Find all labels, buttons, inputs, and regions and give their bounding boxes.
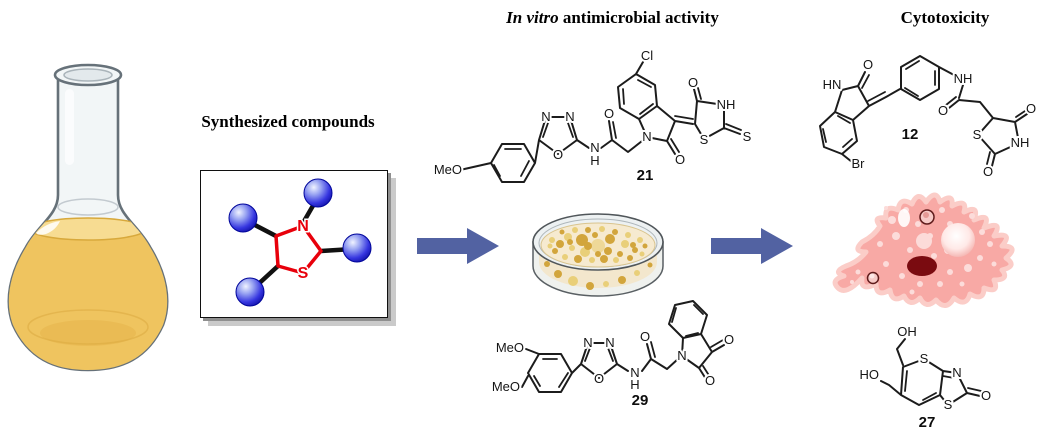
workflow-arrow-icon	[417, 228, 499, 264]
atom-label-s: S	[743, 129, 752, 144]
atom-label-n: N	[541, 109, 550, 124]
double-bond-lines	[493, 79, 742, 177]
double-bond-lines	[822, 60, 1029, 165]
atom-label-n: N	[630, 365, 639, 380]
atom-label-o: O	[640, 329, 650, 344]
compound-29-structure: MeO MeO N N O N H O N O O 29	[490, 300, 736, 409]
neck-highlight	[65, 89, 74, 165]
atom-label-n: N	[642, 129, 651, 144]
amoeba-body	[832, 192, 1015, 308]
bonds	[880, 338, 981, 406]
compound-12-structure: HN O Br NH O S O NH O 12	[819, 55, 1038, 181]
cytotoxicity-heading: Cytotoxicity	[900, 8, 990, 27]
atom-label-o: O	[553, 147, 563, 162]
atom-label-meo: MeO	[492, 379, 520, 394]
atom-label-n: N	[583, 335, 592, 350]
atom-label-nh: NH	[1011, 135, 1030, 150]
bacterial-colonies-top	[547, 226, 648, 263]
atom-label-n: N	[952, 365, 961, 380]
atom-label-s: S	[973, 127, 982, 142]
atom-label-o: O	[938, 103, 948, 118]
petri-dish-illustration	[532, 213, 664, 297]
atom-label-h: H	[590, 153, 599, 168]
bonds	[819, 55, 1028, 167]
core-s-atom-label: S	[298, 265, 309, 282]
invitro-italic-part: In vitro	[506, 8, 559, 27]
core-scaffold-box: N S	[200, 170, 388, 318]
compound-27-structure: OH HO S N S O 27	[858, 322, 994, 431]
contractile-vacuole	[866, 271, 880, 285]
atom-label-o: O	[863, 57, 873, 72]
compound-12-number: 12	[902, 126, 919, 143]
invitro-heading: In vitro antimicrobial activity	[440, 8, 785, 28]
atom-label-hn: HN	[823, 77, 842, 92]
atom-label-n: N	[565, 109, 574, 124]
double-bond-lines	[533, 304, 724, 388]
atom-label-h: H	[630, 377, 639, 392]
atom-label-o: O	[983, 164, 993, 179]
liquid-highlight	[36, 221, 60, 235]
atom-label-o: O	[705, 373, 715, 388]
double-bond-lines	[904, 370, 982, 401]
large-vacuole	[941, 223, 975, 257]
compound-21-number: 21	[637, 167, 654, 184]
atom-label-oh: OH	[897, 324, 917, 339]
atom-label-nh: NH	[954, 71, 973, 86]
atom-label-n: N	[677, 348, 686, 363]
atom-label-s: S	[700, 132, 709, 147]
atom-label-o: O	[724, 332, 734, 347]
atom-label-s: S	[920, 351, 929, 366]
atom-label-o: O	[594, 371, 604, 386]
compound-27-number: 27	[919, 414, 936, 431]
thiazolidine-ring	[274, 224, 323, 275]
bonds	[521, 300, 725, 393]
atom-label-n: N	[590, 140, 599, 155]
invitro-rest-part: antimicrobial activity	[562, 8, 719, 27]
synthesized-compounds-label: Synthesized compounds	[201, 112, 375, 131]
compound-21-structure: MeO N N O N H O Cl N O O NH S S 21	[432, 46, 754, 184]
medium-vacuole	[916, 233, 932, 249]
flask-liquid	[8, 217, 168, 370]
atom-label-meo: MeO	[496, 340, 524, 355]
nucleus	[907, 256, 937, 276]
white-vacuole	[898, 209, 910, 227]
atom-label-o: O	[688, 75, 698, 90]
atom-label-o: O	[1026, 101, 1036, 116]
atom-label-nh: NH	[717, 97, 736, 112]
core-n-atom-label: N	[297, 218, 309, 235]
atom-label-o: O	[981, 388, 991, 403]
atom-label-meo: MeO	[434, 162, 462, 177]
compound-29-number: 29	[632, 392, 649, 409]
substituent-spheres	[228, 178, 372, 307]
atom-label-ho: HO	[860, 367, 880, 382]
atom-label-br: Br	[852, 156, 866, 171]
atom-label-o: O	[604, 106, 614, 121]
atom-label-o: O	[675, 152, 685, 167]
contractile-vacuole	[919, 209, 935, 225]
thiazolidine-core-diagram: N S	[228, 178, 372, 307]
bacterial-colonies-side	[544, 261, 653, 290]
round-bottom-flask-illustration	[7, 63, 169, 372]
atom-label-n: N	[605, 335, 614, 350]
amoeba-cell-illustration	[832, 192, 1015, 308]
atom-label-s: S	[944, 397, 953, 412]
flask-shoulder-line	[57, 198, 119, 216]
workflow-arrow-icon	[711, 228, 793, 264]
atom-label-cl: Cl	[641, 48, 653, 63]
bonds	[459, 61, 741, 183]
flask-mouth	[63, 68, 113, 82]
